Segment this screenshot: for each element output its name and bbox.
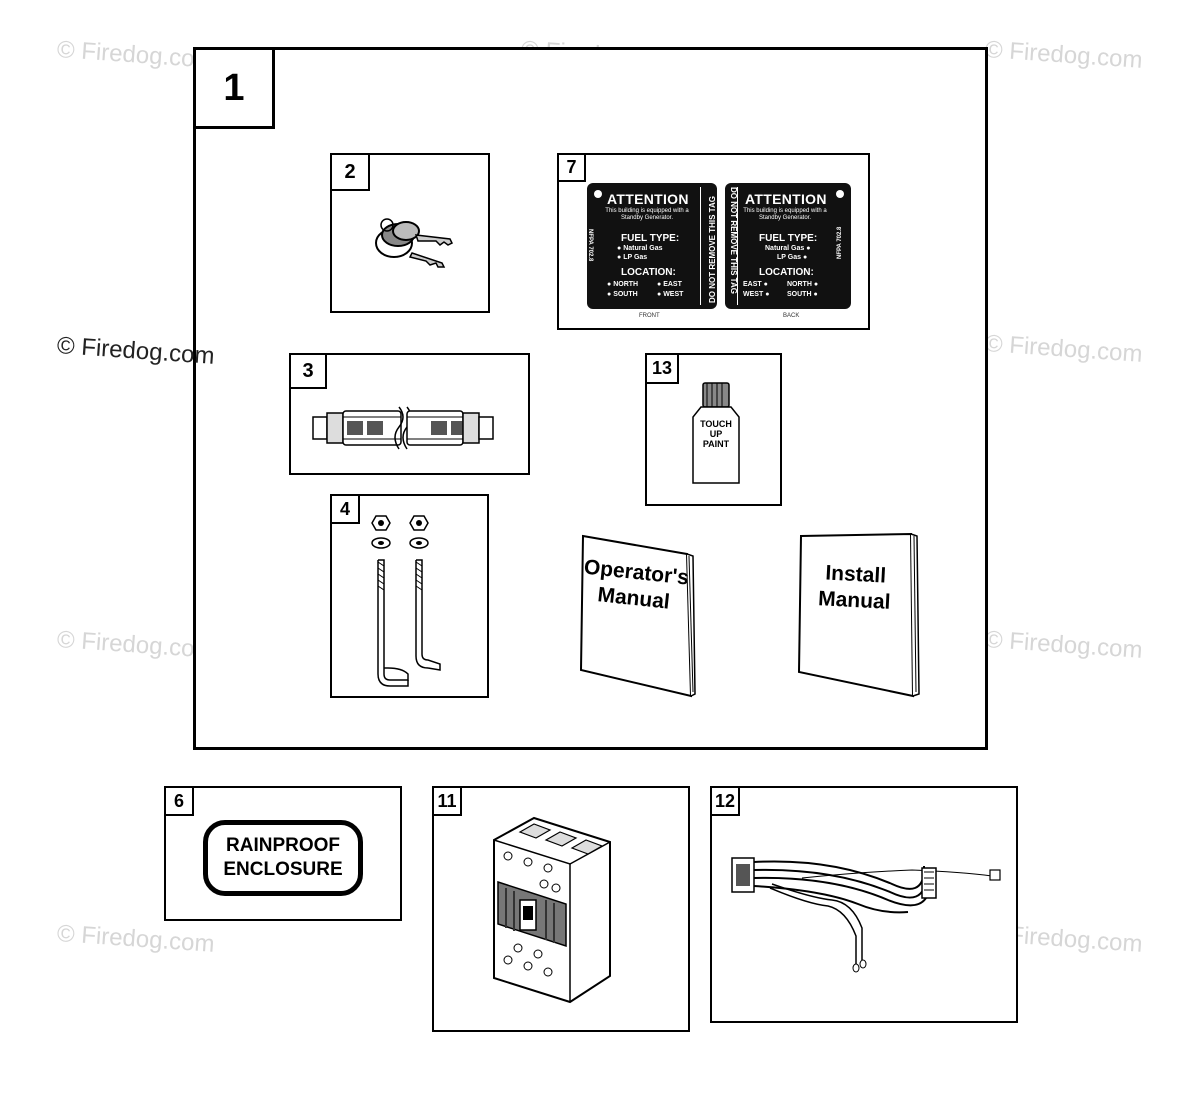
attention-tag-front: ATTENTION This building is equipped with… — [587, 183, 717, 309]
location-label: LOCATION: — [621, 267, 676, 278]
tag-body: This building is equipped with a Standby… — [605, 208, 689, 221]
anchor-bolts-illustration — [371, 515, 441, 687]
watermark: © Firedog.com — [984, 36, 1144, 74]
radio-dot-icon: ● — [607, 281, 612, 288]
callout-6: 6 — [164, 786, 194, 816]
manual-title: Operator's Manual — [582, 555, 690, 614]
watermark: © Firedog.com — [56, 626, 216, 664]
tag-divider — [737, 187, 738, 305]
callout-12: 12 — [710, 786, 740, 816]
paint-bottle-illustration — [692, 382, 740, 484]
tag-divider — [700, 187, 701, 305]
wire-harness-panel: 12 — [710, 786, 1018, 1023]
callout-4: 4 — [330, 494, 360, 524]
tag-hole — [836, 190, 844, 198]
radio-dot-icon: ● — [617, 245, 622, 252]
keys-illustration — [375, 218, 454, 268]
fuel-option: ● Natural Gas — [617, 245, 663, 252]
enclosure-label: RAINPROOF ENCLOSURE — [203, 820, 363, 896]
radio-dot-icon: ● — [813, 291, 818, 298]
fuel-type-label: FUEL TYPE: — [759, 233, 818, 244]
callout-1: 1 — [193, 47, 275, 129]
callout-13: 13 — [645, 353, 679, 384]
fuel-option: LP Gas ● — [777, 254, 808, 261]
radio-dot-icon: ● — [765, 291, 770, 298]
radio-dot-icon: ● — [763, 281, 768, 288]
location-option: ● EAST — [657, 281, 682, 288]
tag-side-warning: DO NOT REMOVE THIS TAG — [708, 196, 717, 303]
tag-side-code: NFPA 702.8 — [837, 226, 843, 259]
fuel-type-label: FUEL TYPE: — [621, 233, 680, 244]
attention-tag-back: ATTENTION This building is equipped with… — [725, 183, 851, 309]
radio-dot-icon: ● — [617, 254, 622, 261]
tag-caption-front: FRONT — [639, 313, 660, 319]
touch-up-paint-panel: 13 TOUCH UP PAINT — [645, 353, 782, 506]
callout-11: 11 — [432, 786, 462, 816]
attention-tag-panel: 7 ATTENTION This building is equipped wi… — [557, 153, 870, 330]
radio-dot-icon: ● — [607, 291, 612, 298]
location-option: SOUTH ● — [787, 291, 818, 298]
radio-dot-icon: ● — [802, 254, 808, 261]
watermark: © Firedog.com — [56, 332, 216, 370]
radio-dot-icon: ● — [806, 245, 811, 252]
fuel-option: ● LP Gas — [617, 254, 648, 261]
location-option: WEST ● — [743, 291, 770, 298]
radio-dot-icon: ● — [657, 291, 662, 298]
tag-heading: ATTENTION — [745, 191, 827, 207]
radio-dot-icon: ● — [657, 281, 662, 288]
paint-label: TOUCH UP PAINT — [700, 419, 732, 449]
install-manual: Install Manual — [797, 530, 921, 700]
location-label: LOCATION: — [759, 267, 814, 278]
manual-title: Install Manual — [817, 561, 892, 614]
rainproof-label-panel: 6 RAINPROOF ENCLOSURE — [164, 786, 402, 921]
watermark: © Firedog.com — [984, 626, 1144, 664]
fuel-option: Natural Gas ● — [765, 245, 811, 252]
location-option: ● WEST — [657, 291, 684, 298]
fuel-hose-panel: 3 — [289, 353, 530, 475]
wire-harness-illustration — [731, 857, 1001, 973]
callout-3: 3 — [289, 353, 327, 389]
location-option: ● NORTH — [607, 281, 639, 288]
tag-heading: ATTENTION — [607, 191, 689, 207]
location-option: EAST ● — [743, 281, 768, 288]
tag-caption-back: BACK — [783, 313, 800, 319]
radio-dot-icon: ● — [813, 281, 819, 288]
keys-panel: 2 — [330, 153, 490, 313]
location-option: ● SOUTH — [607, 291, 638, 298]
manual-illustration — [579, 534, 696, 698]
tag-hole — [594, 190, 602, 198]
operators-manual: Operator's Manual — [577, 530, 697, 700]
watermark: © Firedog.com — [56, 36, 216, 74]
callout-7: 7 — [557, 153, 586, 182]
tag-body: This building is equipped with a Standby… — [743, 208, 827, 221]
watermark: © Firedog.com — [984, 330, 1144, 368]
circuit-breaker-panel: 11 — [432, 786, 690, 1032]
watermark: © Firedog.com — [56, 920, 216, 958]
manual-illustration — [797, 532, 920, 698]
location-option: NORTH ● — [787, 281, 819, 288]
circuit-breaker-illustration — [493, 816, 611, 1004]
callout-2: 2 — [330, 153, 370, 191]
fuel-hose-illustration — [312, 406, 494, 450]
tag-side-code: NFPA 702.8 — [587, 229, 593, 262]
anchor-bolts-panel: 4 — [330, 494, 489, 698]
